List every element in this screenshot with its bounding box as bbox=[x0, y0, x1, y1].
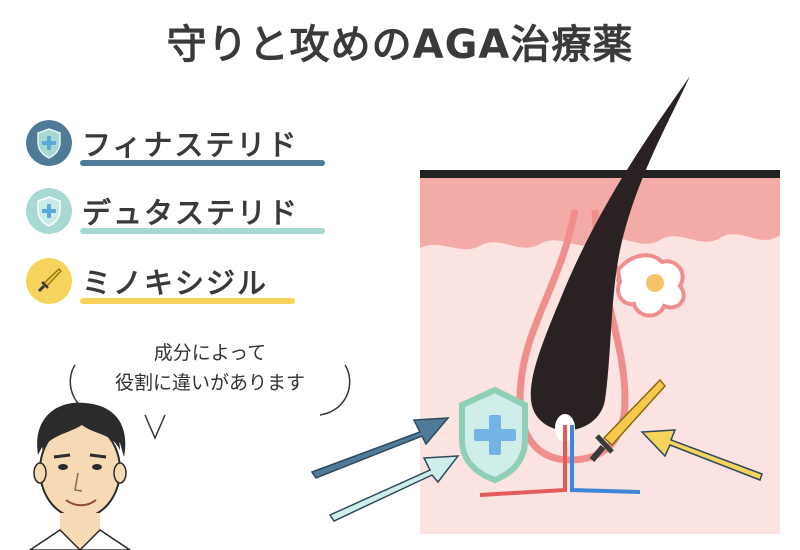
arrow-finasteride bbox=[310, 417, 450, 479]
hair-shaft bbox=[530, 76, 690, 431]
skin-upper-layer bbox=[420, 178, 780, 250]
legend-label: ミノキシジル bbox=[82, 266, 269, 300]
shield-icon bbox=[26, 188, 72, 234]
skin-surface-line bbox=[420, 170, 780, 178]
sword-icon bbox=[26, 258, 72, 304]
legend-underline bbox=[80, 298, 295, 304]
page-title: 守りと攻めのAGA治療薬 bbox=[166, 22, 634, 68]
doctor-avatar bbox=[28, 402, 132, 550]
speech-line: 成分によって bbox=[153, 342, 267, 364]
arrow-dutasteride bbox=[328, 455, 460, 522]
speech-line: 役割に違いがあります bbox=[114, 372, 305, 394]
legend-underline bbox=[80, 160, 325, 166]
legend-label: フィナステリド bbox=[82, 128, 299, 162]
sword-icon bbox=[602, 378, 666, 447]
shield-icon bbox=[26, 120, 72, 166]
hair-follicle-illustration bbox=[310, 76, 780, 534]
blood-vessel-red bbox=[479, 425, 567, 497]
blood-vessel-blue bbox=[570, 425, 641, 494]
arrow-minoxidil bbox=[640, 429, 763, 481]
gland-center bbox=[646, 274, 664, 292]
legend-underline bbox=[80, 228, 325, 234]
legend-label: デュタステリド bbox=[82, 196, 300, 230]
